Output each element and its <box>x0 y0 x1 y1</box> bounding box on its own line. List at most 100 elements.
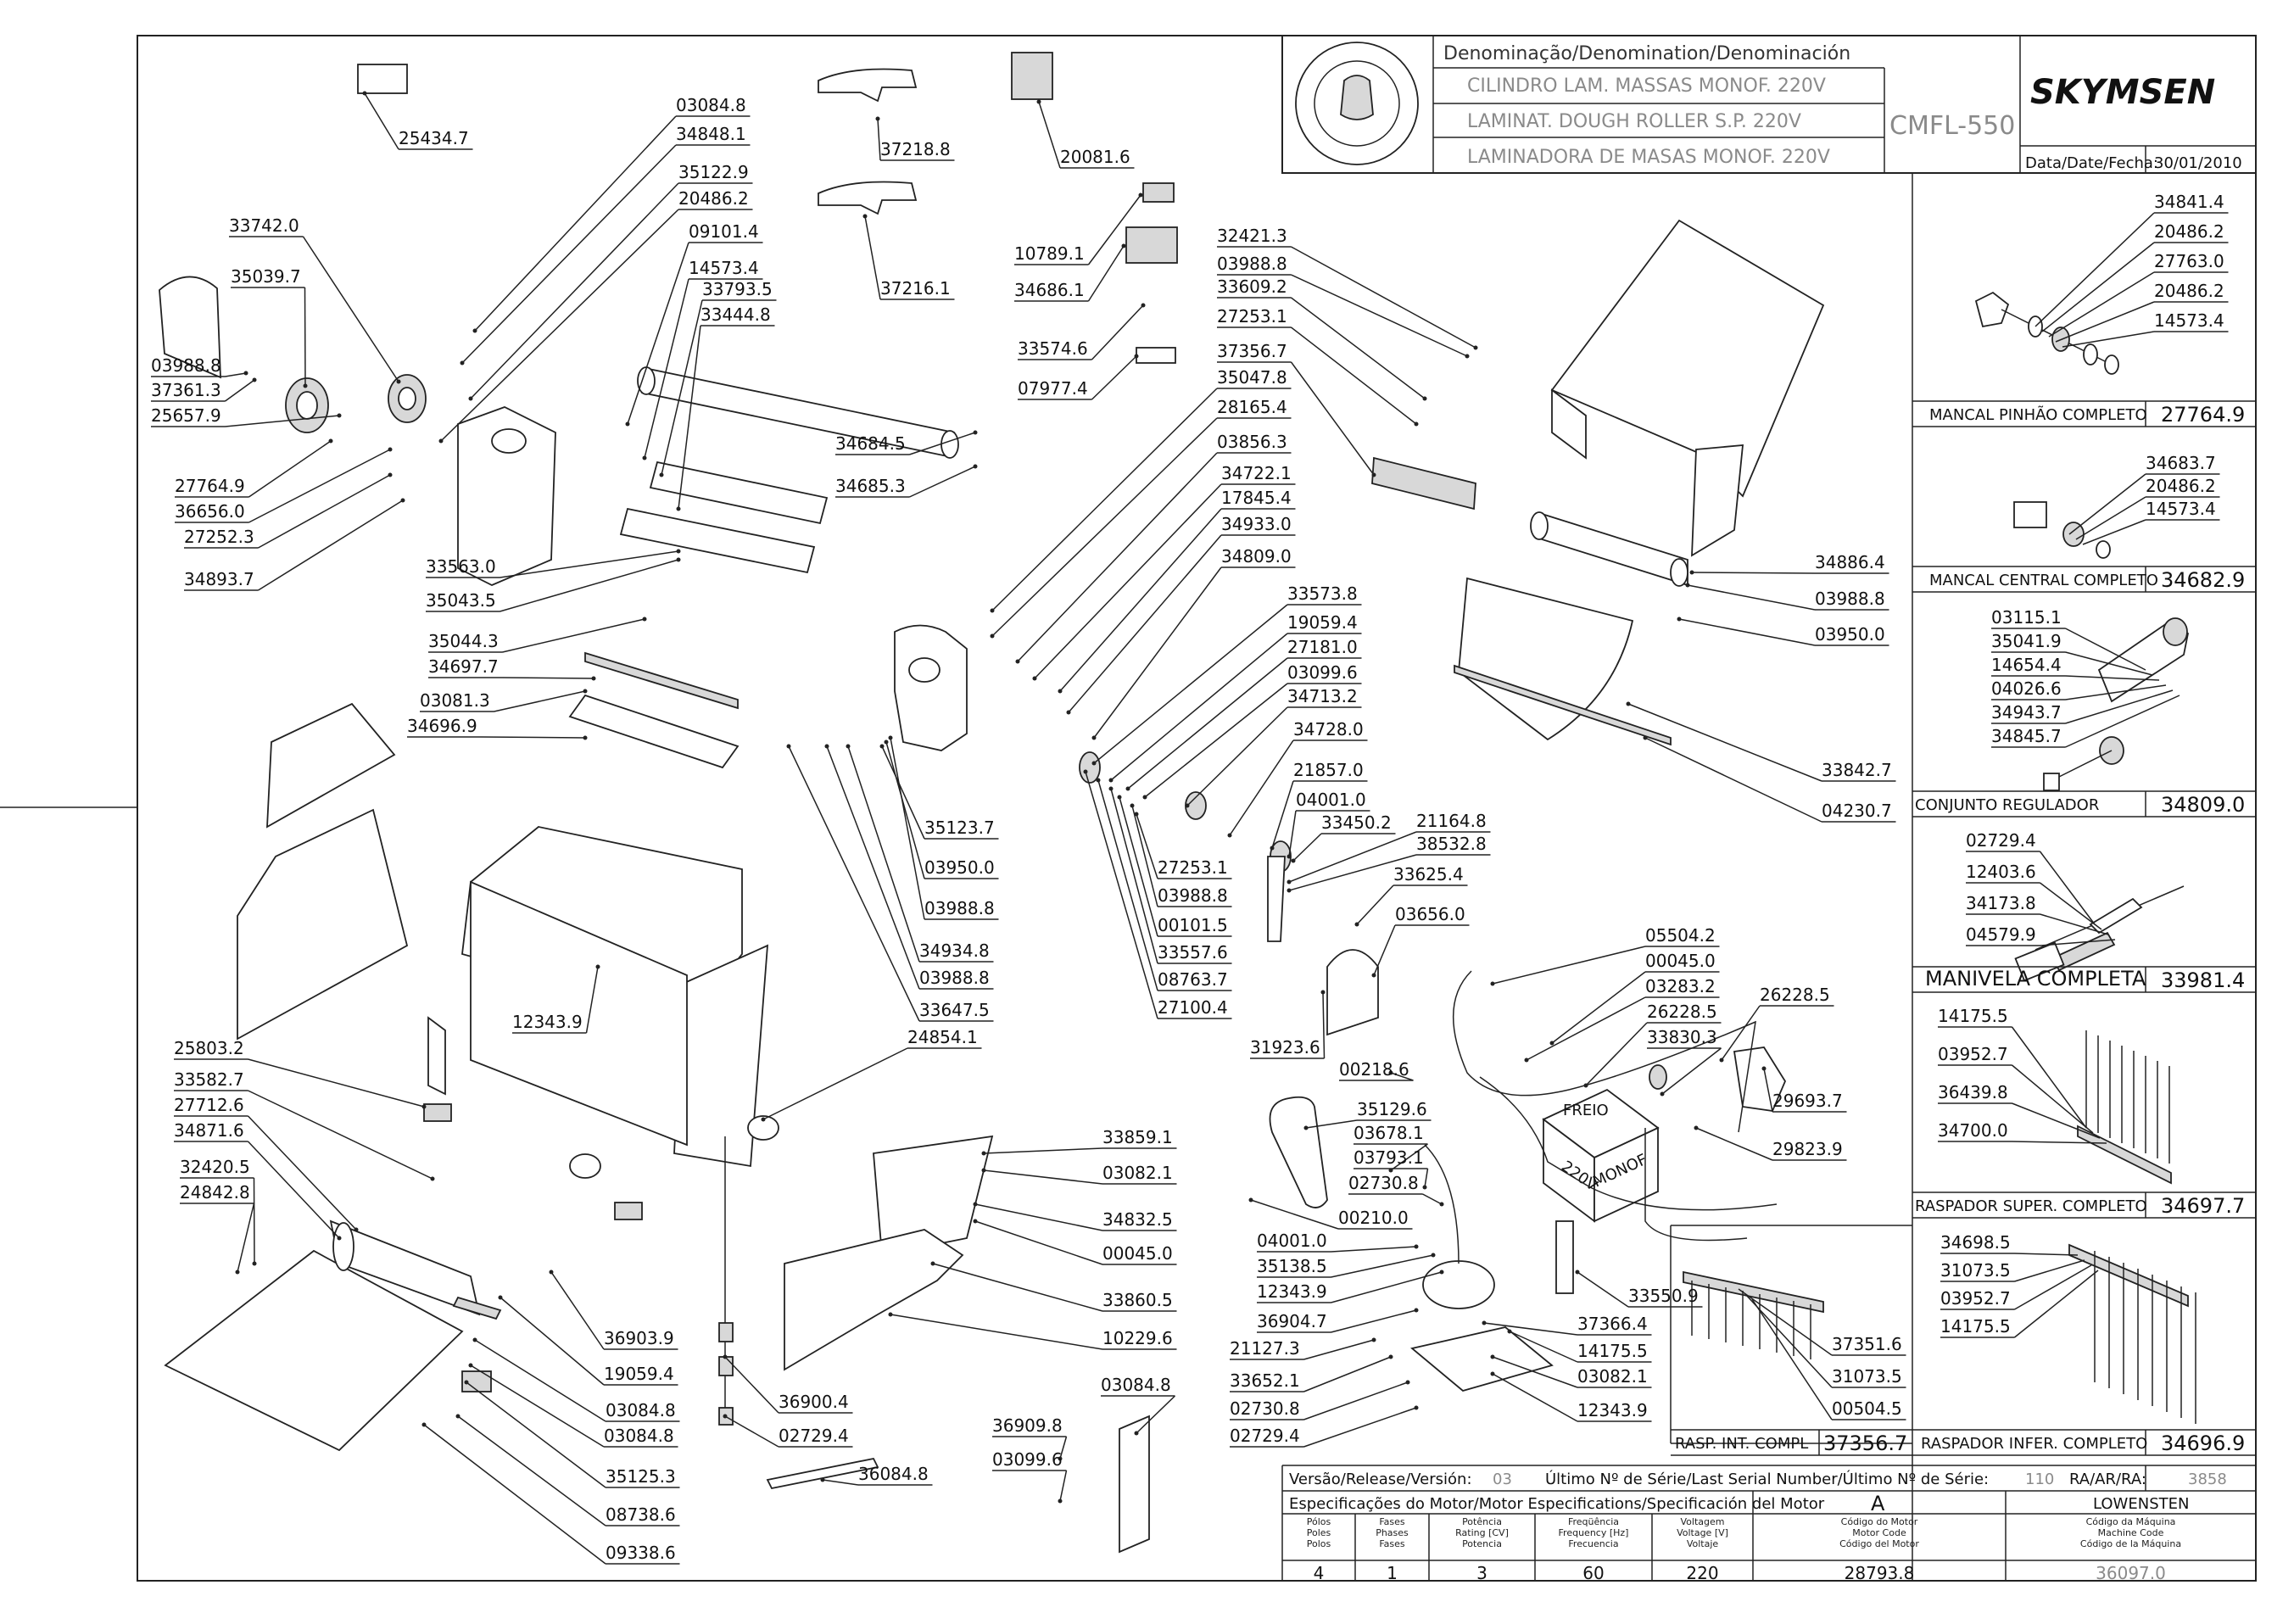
callout: 03081.3 <box>420 689 588 712</box>
leader-dot <box>421 1104 427 1109</box>
callout: 27100.4 <box>1083 769 1232 1019</box>
callout: 34713.2 <box>1185 686 1362 808</box>
leader-dot <box>252 1261 257 1266</box>
leader-dot <box>846 744 851 749</box>
leader-dot <box>1134 1431 1139 1436</box>
part-number: 33652.1 <box>1230 1370 1300 1391</box>
part-number: 35123.7 <box>924 818 995 838</box>
spec-label: Fases <box>1379 1538 1405 1549</box>
callout: 33652.1 <box>1230 1354 1393 1392</box>
leader-line <box>1250 1199 1339 1230</box>
leader-line <box>247 1141 340 1239</box>
leader-line <box>2082 519 2146 545</box>
pad-25803-2 <box>423 1103 452 1122</box>
part-number: 02729.4 <box>1966 830 2036 851</box>
assembly-part: 31073.5 <box>1744 1293 1906 1388</box>
part-number: 35122.9 <box>678 162 749 182</box>
leader-line <box>304 287 306 387</box>
leader-line <box>2012 1102 2101 1139</box>
leader-dot <box>1643 735 1648 740</box>
part-number: 12343.9 <box>512 1012 583 1032</box>
guard-03656-0 <box>1326 949 1379 1036</box>
motor-maker: LOWENSTEN <box>2093 1495 2189 1513</box>
callout: 00101.5 <box>1117 795 1232 937</box>
leader-line <box>253 1177 255 1264</box>
spec-value: 60 <box>1582 1563 1604 1583</box>
part-number: 36656.0 <box>175 501 245 522</box>
leader-dot <box>388 447 393 452</box>
callout: 24842.8 <box>180 1182 255 1275</box>
part-number: 20486.2 <box>2146 476 2216 496</box>
part-number: 20486.2 <box>2154 221 2224 242</box>
assembly-part: 14573.4 <box>2082 499 2220 545</box>
leader-line <box>974 1203 1103 1231</box>
leader-line <box>2055 301 2155 343</box>
leader-line <box>2048 271 2155 338</box>
spec-label: Pólos <box>1307 1516 1331 1527</box>
leader-line <box>502 618 645 653</box>
leader-line <box>1291 326 1417 425</box>
callout: 08763.7 <box>1096 778 1232 991</box>
leader-line <box>474 1339 606 1422</box>
leader-line <box>890 737 925 920</box>
part-number: 03988.8 <box>919 968 990 988</box>
part-number: 34848.1 <box>676 124 746 144</box>
part-number: 34943.7 <box>1991 702 2062 723</box>
leader-line <box>494 690 586 712</box>
part-number: 37361.3 <box>151 380 221 400</box>
part-number: 09101.4 <box>689 221 759 242</box>
side-frame-right <box>894 624 968 751</box>
callout: 33625.4 <box>1354 864 1468 927</box>
callout: 03082.1 <box>981 1163 1177 1185</box>
assembly-name: MANIVELA COMPLETA <box>1925 967 2146 991</box>
part-number: 34722.1 <box>1221 463 1292 483</box>
leader-dot <box>1125 786 1130 791</box>
assembly-part: 34698.5 <box>1940 1232 2079 1256</box>
hood-32421-3 <box>1550 219 1825 498</box>
leader-line <box>2014 1253 2079 1256</box>
part-number: 36084.8 <box>858 1464 929 1484</box>
spec-value: 1 <box>1387 1563 1398 1583</box>
part-number: 08738.6 <box>606 1504 676 1525</box>
leader-dot <box>549 1270 554 1275</box>
part-number: 27712.6 <box>174 1095 244 1115</box>
assembly-part: 00504.5 <box>1751 1298 1906 1420</box>
leader-line <box>258 474 391 549</box>
leader-line <box>983 1147 1103 1154</box>
part-number: 00210.0 <box>1338 1208 1409 1228</box>
leader-dot <box>1096 778 1101 783</box>
part-number: 19059.4 <box>604 1364 674 1384</box>
spec-label: Frequency [Hz] <box>1559 1527 1629 1538</box>
leader-dot <box>400 498 405 503</box>
part-number: 33625.4 <box>1393 864 1464 885</box>
spec-label: Freqüência <box>1568 1516 1619 1527</box>
leader-line <box>2065 695 2180 748</box>
callout: 36656.0 <box>175 447 393 523</box>
leader-dot <box>990 633 995 639</box>
leader-line <box>2075 496 2146 540</box>
leader-line <box>461 144 677 364</box>
part-number: 14175.5 <box>1938 1006 2008 1026</box>
leader-dot <box>1685 583 1690 588</box>
assembly-part: 14654.4 <box>1991 655 2160 681</box>
callout: 09338.6 <box>421 1422 680 1565</box>
spec-label: Fases <box>1379 1516 1405 1527</box>
callout: 34933.0 <box>1066 514 1296 715</box>
callout: 03988.8 <box>1685 583 1889 611</box>
motor-36904-7 <box>1422 1260 1495 1309</box>
leader-line <box>762 1047 908 1120</box>
part-number: 03115.1 <box>1991 607 2062 628</box>
leader-line <box>1687 584 1816 611</box>
leader-dot <box>761 1117 766 1122</box>
leader-dot <box>430 1176 435 1181</box>
callout: 32420.5 <box>180 1157 257 1266</box>
callout: 03084.8 <box>1101 1375 1176 1436</box>
leader-dot <box>820 1477 825 1482</box>
leader-line <box>1721 1005 1761 1061</box>
spec-value: 28793.8 <box>1845 1563 1915 1583</box>
part-number: 03952.7 <box>1938 1044 2008 1064</box>
name-pt: CILINDRO LAM. MASSAS MONOF. 220V <box>1467 75 1826 97</box>
part-number: 03084.8 <box>676 95 746 115</box>
leader-line <box>423 1424 606 1565</box>
callout: 33574.6 <box>1018 303 1146 360</box>
